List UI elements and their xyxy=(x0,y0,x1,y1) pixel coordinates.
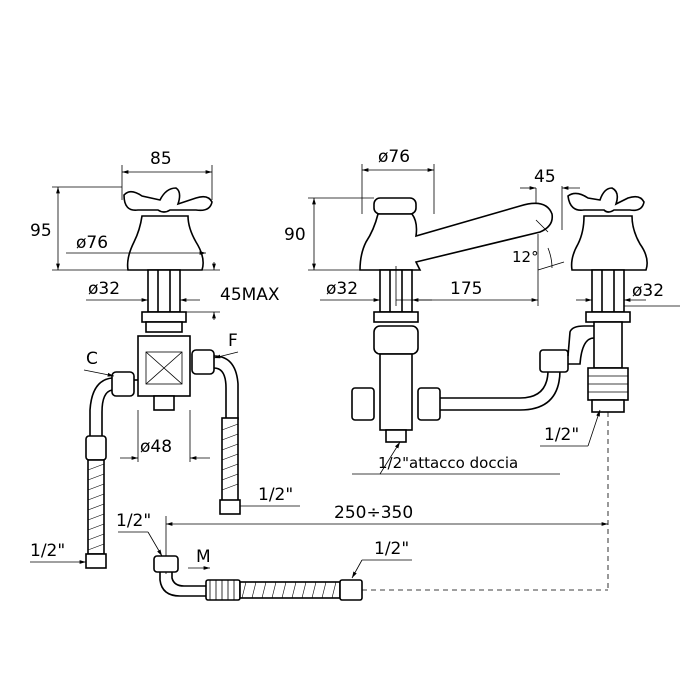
left-hose-braid xyxy=(87,459,105,555)
label-f: F xyxy=(228,331,238,351)
right-thread-label: 1/2" xyxy=(544,425,579,445)
right-tap-dimensions: ø32 1/2" xyxy=(540,281,680,590)
dim-spacing: 250÷350 xyxy=(334,503,413,523)
left-hose-outer-thread: 1/2" xyxy=(30,541,65,561)
dim-left-width: 85 xyxy=(150,149,172,169)
dim-left-height: 95 xyxy=(30,221,52,241)
dim-left-shank-dia: ø32 xyxy=(88,279,120,299)
dim-spout-height: 90 xyxy=(284,225,306,245)
left-tap xyxy=(85,187,241,569)
bottom-hose-braid xyxy=(239,581,341,599)
spout-tap xyxy=(351,197,595,443)
spout-dimensions: ø76 90 ø32 175 12° 45 1/2"attacco doccia xyxy=(284,147,580,475)
right-hose-braid xyxy=(221,417,239,503)
bottom-left-thread: 1/2" xyxy=(116,511,151,531)
dim-spout-shank-dia: ø32 xyxy=(326,279,358,299)
dim-left-max: 45MAX xyxy=(220,285,280,305)
right-tap xyxy=(567,187,648,413)
label-m: M xyxy=(196,547,211,567)
left-hose-inner-thread: 1/2" xyxy=(258,485,293,505)
dim-spout-body-dia: ø76 xyxy=(378,147,410,167)
left-tap-dimensions: 85 95 ø76 ø32 45MAX ø48 C F 1/2" 1/2" xyxy=(30,149,300,564)
dim-right-shank-dia: ø32 xyxy=(632,281,664,301)
dim-left-body-dia: ø76 xyxy=(76,233,108,253)
label-c: C xyxy=(86,349,98,369)
shower-connection-label: 1/2"attacco doccia xyxy=(378,454,518,472)
bottom-right-thread: 1/2" xyxy=(374,539,409,559)
dim-left-valve-dia: ø48 xyxy=(140,437,172,457)
dim-spout-reach: 175 xyxy=(450,279,482,299)
bottom-hose: 1/2" M 1/2" xyxy=(116,511,608,601)
dim-right-offset: 45 xyxy=(534,167,556,187)
dim-spout-angle: 12° xyxy=(512,248,539,266)
